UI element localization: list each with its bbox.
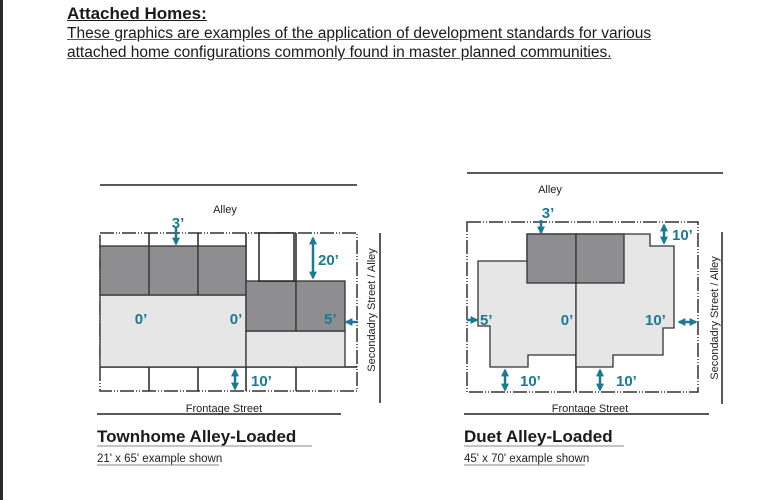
frontage-label: Frontage Street — [552, 403, 628, 415]
townhome-building — [99, 294, 247, 368]
front-setback-left: 10’ — [520, 373, 541, 390]
alley-label: Alley — [538, 184, 562, 196]
garage — [99, 245, 150, 296]
page-title: Attached Homes: — [67, 4, 207, 23]
garage — [295, 280, 346, 332]
duet-diagram: Alley 3’ 10’ 5’ 0’ 10’ 10’ 10’ Secondadr… — [464, 172, 723, 466]
duet-subtitle: 45' x 70' example shown — [464, 453, 589, 465]
townhome-building — [245, 330, 346, 368]
intro-line-1: These graphics are examples of the appli… — [67, 25, 652, 42]
rear-setback: 3’ — [542, 205, 555, 222]
corner-setback: 10’ — [645, 312, 666, 329]
garage — [245, 280, 297, 332]
garage — [575, 233, 625, 284]
garage — [148, 245, 199, 296]
driveway — [258, 232, 295, 282]
header: Attached Homes: These graphics are examp… — [67, 4, 651, 62]
garage-setback: 20’ — [318, 252, 339, 269]
side-setback: 5’ — [480, 312, 493, 329]
page-edge — [0, 0, 3, 500]
secondary-street-label: Secondadry Street / Alley — [366, 248, 378, 372]
rear-setback: 3’ — [172, 215, 185, 232]
duet-title: Duet Alley-Loaded — [464, 427, 613, 446]
garage — [197, 245, 247, 296]
rear-corner-setback: 10’ — [672, 227, 693, 244]
side-setback: 0’ — [230, 311, 243, 328]
side-setback: 0’ — [135, 311, 148, 328]
townhome-diagram: Alley 3’ 20’ 0’ 0’ 5’ 10’ Secondadry Str… — [97, 184, 381, 466]
secondary-street-label: Secondadry Street / Alley — [709, 256, 721, 380]
garage — [526, 233, 577, 284]
front-setback-right: 10’ — [616, 373, 637, 390]
alley-label: Alley — [213, 204, 237, 216]
corner-setback: 5’ — [324, 311, 337, 328]
townhome-title: Townhome Alley-Loaded — [97, 427, 296, 446]
front-setback: 10’ — [251, 373, 272, 390]
lot-boundary — [466, 221, 699, 393]
frontage-label: Frontage Street — [186, 403, 262, 415]
townhome-subtitle: 21' x 65' example shown — [97, 453, 222, 465]
party-setback: 0’ — [561, 312, 574, 329]
intro-line-2: attached home configurations commonly fo… — [67, 44, 612, 61]
